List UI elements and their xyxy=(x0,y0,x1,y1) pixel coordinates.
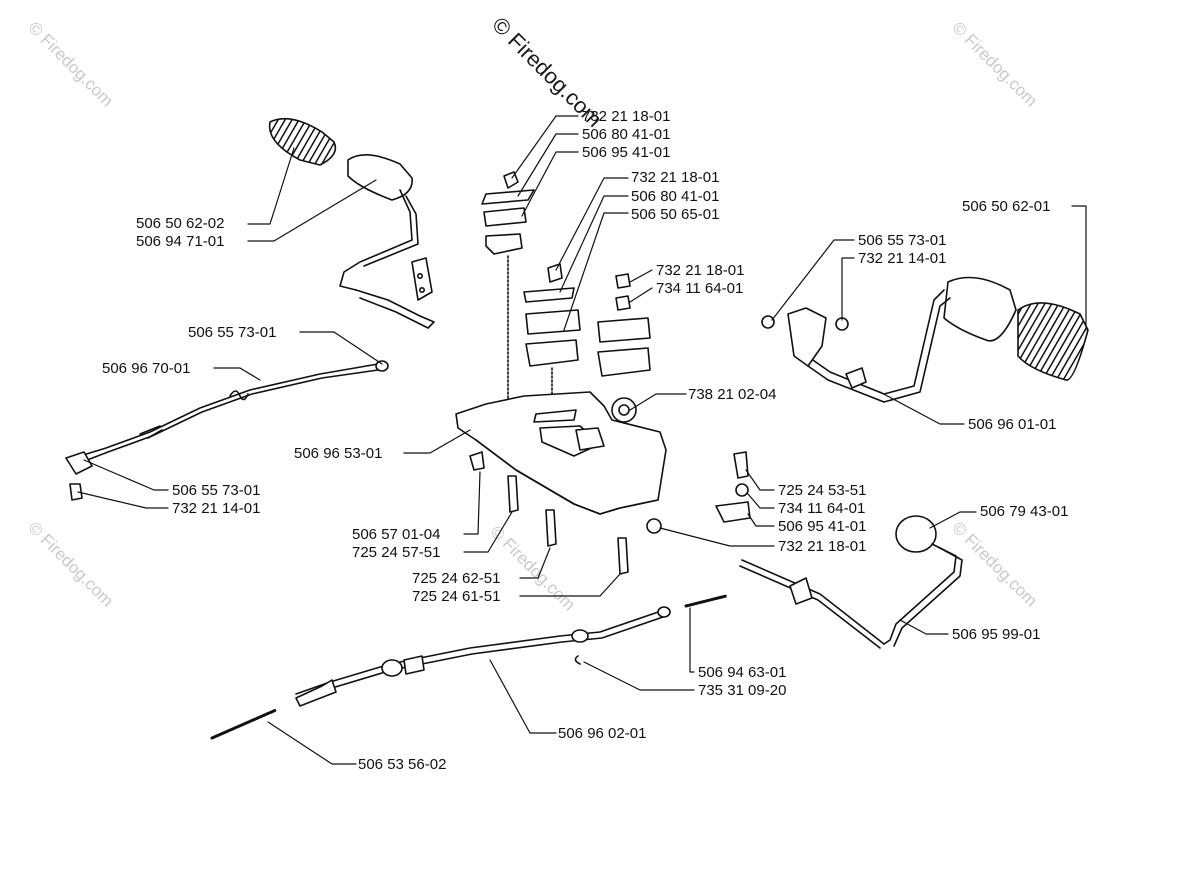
upper-left-cable xyxy=(65,360,389,501)
part-label-upper-cable: 506 96 70-01 xyxy=(102,360,191,377)
part-label-pedal-arm-left: 506 94 71-01 xyxy=(136,233,225,250)
left-pedal-assembly xyxy=(268,117,435,329)
part-label-block-mid: 506 50 65-01 xyxy=(631,206,720,223)
part-label-pedal-arm-right: 506 96 01-01 xyxy=(968,416,1057,433)
part-label-washer-top: 506 80 41-01 xyxy=(582,126,671,143)
mounting-plate xyxy=(455,391,667,515)
center-block-stack xyxy=(481,171,651,411)
part-label-bolt-1: 506 57 01-04 xyxy=(352,526,441,543)
part-label-knob: 506 79 43-01 xyxy=(980,503,1069,520)
pedal-pad-left xyxy=(268,117,337,166)
part-label-nut-mid: 732 21 18-01 xyxy=(631,169,720,186)
part-label-spring-small: 506 94 63-01 xyxy=(698,664,787,681)
part-label-lower-cable: 506 96 02-01 xyxy=(558,725,647,742)
knob-and-rod xyxy=(739,515,963,649)
lower-cable xyxy=(210,594,728,740)
part-label-bolt-2: 725 24 57-51 xyxy=(352,544,441,561)
bolts xyxy=(469,451,751,575)
part-label-cable-end-upper: 506 55 73-01 xyxy=(188,324,277,341)
part-label-spacer-bracket: 506 95 41-01 xyxy=(778,518,867,535)
part-label-pedal-pad-right: 506 50 62-01 xyxy=(962,198,1051,215)
pedal-pad-right xyxy=(1017,302,1089,381)
part-label-nut-cable: 732 21 14-01 xyxy=(172,500,261,517)
right-pedal-assembly xyxy=(761,276,1089,403)
leader-lines xyxy=(77,115,1087,765)
part-label-washer-right-stack: 734 11 64-01 xyxy=(656,280,744,297)
part-label-bolt-bracket: 725 24 53-51 xyxy=(778,482,867,499)
part-label-spring-large: 506 53 56-02 xyxy=(358,756,447,773)
part-label-lever: 738 21 02-04 xyxy=(688,386,777,403)
part-label-bolt-3: 725 24 62-51 xyxy=(412,570,501,587)
part-label-mounting-plate: 506 96 53-01 xyxy=(294,445,383,462)
part-label-nut-plate: 732 21 18-01 xyxy=(778,538,867,555)
part-label-washer-bracket: 734 11 64-01 xyxy=(778,500,866,517)
part-label-pedal-pad-left: 506 50 62-02 xyxy=(136,215,225,232)
part-label-nut-top: 732 21 18-01 xyxy=(582,108,671,125)
part-label-cable-end-lower: 506 55 73-01 xyxy=(172,482,261,499)
part-label-bolt-right-pedal: 506 55 73-01 xyxy=(858,232,947,249)
part-label-nut-right-pedal: 732 21 14-01 xyxy=(858,250,947,267)
part-label-spacer-top: 506 95 41-01 xyxy=(582,144,671,161)
part-label-washer-mid: 506 80 41-01 xyxy=(631,188,720,205)
part-label-bolt-4: 725 24 61-51 xyxy=(412,588,501,605)
part-label-clip: 735 31 09-20 xyxy=(698,682,787,699)
part-label-rod: 506 95 99-01 xyxy=(952,626,1041,643)
part-label-nut-right-stack: 732 21 18-01 xyxy=(656,262,745,279)
